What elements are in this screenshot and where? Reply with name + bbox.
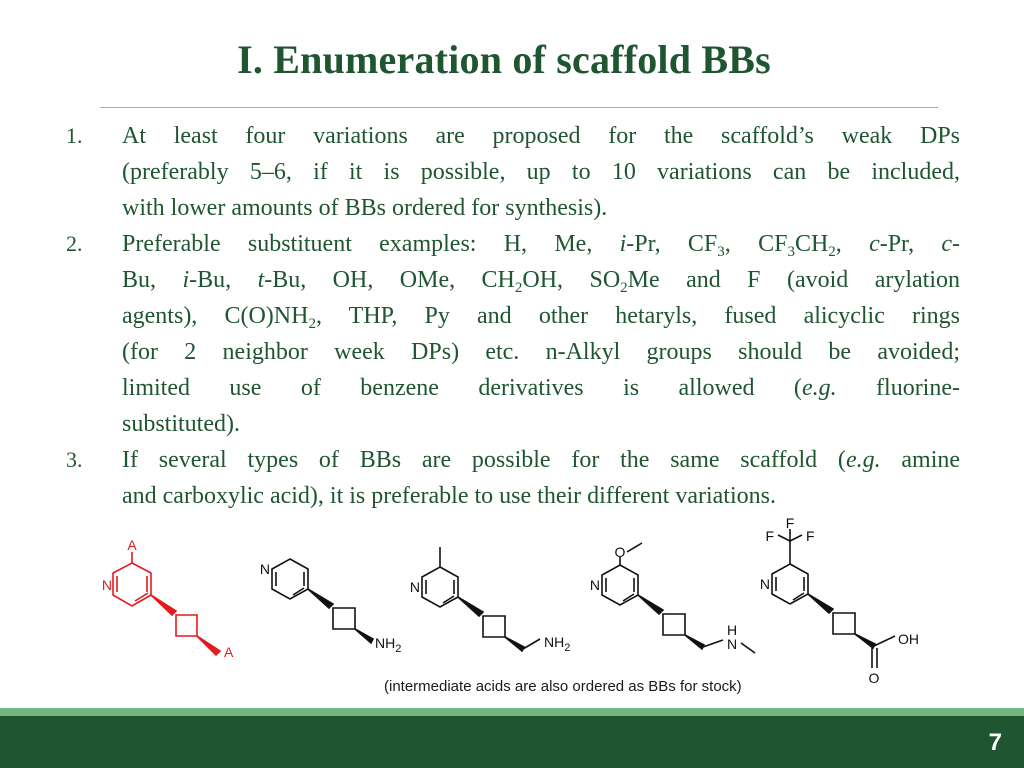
list-item-line: (preferably 5–6, if it is possible, up t…: [122, 159, 960, 185]
list-item-line: with lower amounts of BBs ordered for sy…: [122, 195, 608, 221]
ring-n-label: N: [410, 579, 420, 595]
hydroxyl-label: OH: [898, 631, 919, 647]
title-divider: [100, 107, 938, 108]
structure-aminopyridine: N NH2: [260, 558, 401, 655]
oxygen-label: O: [615, 544, 626, 560]
footer-bar: [0, 716, 1024, 768]
structures-caption: (intermediate acids are also ordered as …: [384, 678, 742, 695]
list-number: 1.: [66, 123, 83, 148]
ring-n-label: N: [102, 577, 112, 593]
footer-accent-bar: [0, 708, 1024, 716]
list-item-line: substituted).: [122, 411, 240, 437]
ring-n-label: N: [260, 561, 270, 577]
list-number: 2.: [66, 231, 83, 256]
carbonyl-oxygen-label: O: [869, 670, 880, 686]
amine-label: NH2: [375, 635, 401, 655]
amine-label: NH2: [544, 634, 570, 654]
substituent-a-bottom: A: [224, 644, 234, 660]
list-number: 3.: [66, 447, 83, 472]
list-item-line: limited use of benzene derivatives is al…: [122, 375, 960, 401]
slide-title: I. Enumeration of scaffold BBs: [237, 37, 771, 82]
ring-n-label: N: [590, 577, 600, 593]
structure-methylpyridine: N NH2: [410, 547, 570, 654]
nh-n-label: N: [727, 636, 737, 652]
list-item-line: If several types of BBs are possible for…: [122, 447, 961, 473]
list-item-line: (for 2 neighbor week DPs) etc. n-Alkyl g…: [122, 339, 960, 365]
list-item-line: Bu, i-Bu, t-Bu, OH, OMe, CH2OH, SO2Me an…: [122, 267, 961, 296]
nh-h-label: H: [727, 622, 737, 638]
fluorine-label: F: [765, 528, 774, 544]
list-item-line: agents), C(O)NH2, THP, Py and other heta…: [122, 303, 960, 332]
substituent-a-top: A: [127, 537, 137, 553]
structure-cf3pyridine: F F F N OH O: [760, 515, 919, 686]
fluorine-label: F: [786, 515, 795, 531]
page-number: 7: [988, 729, 1002, 756]
structure-methoxypyridine: O N H N: [590, 542, 756, 654]
chemical-structures: A N A N NH2 N NH2: [102, 515, 919, 686]
list-item-line: Preferable substituent examples: H, Me, …: [122, 231, 961, 260]
ring-n-label: N: [760, 576, 770, 592]
list-item-line: and carboxylic acid), it is preferable t…: [122, 483, 776, 509]
structure-scaffold: A N A: [102, 537, 234, 660]
fluorine-label: F: [806, 528, 815, 544]
list-item-line: At least four variations are proposed fo…: [122, 123, 960, 149]
